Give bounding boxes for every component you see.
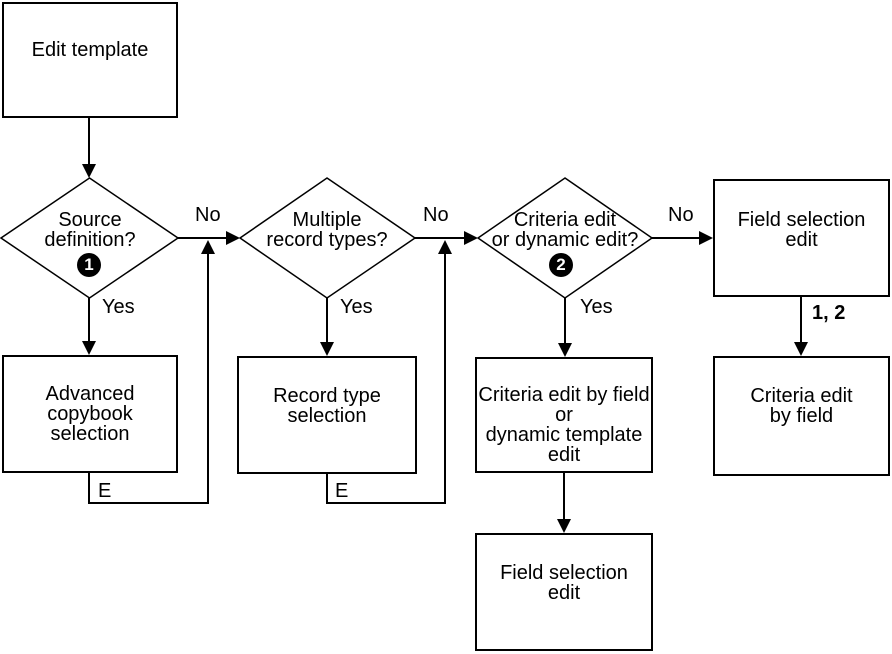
node-criteria-edit-or-dynamic-template-edit: Criteria edit by field or dynamic templa… [475,357,653,473]
node-criteria-edit-by-field-label: Criteria edit by field [750,384,853,427]
node-record-type-selection: Record type selection [237,356,417,474]
edge-label-exit-2: E [335,480,349,502]
edge-label-no-2: No [423,204,449,226]
node-edit-template-label: Edit template [31,39,149,61]
edge-label-no-3: No [668,204,694,226]
arrowhead-up-exit-loop-2 [438,240,452,254]
arrowhead-down-criteria-edit-dynamic [558,343,572,357]
node-edit-template: Edit template [2,2,178,118]
edge-label-no-1: No [195,204,221,226]
node-multiple-record-types-label: Multiple record types? [266,209,388,251]
node-source-definition-label: Source definition? [44,209,136,251]
arrowhead-down-field-selection-bottom [557,519,571,533]
edge-exit-loop-advanced-copybook [88,242,209,504]
edge-label-yes-2: Yes [340,296,373,318]
edge-label-yes-3: Yes [580,296,613,318]
node-field-selection-edit-top-label: Field selection edit [737,208,866,251]
edge-label-1-2: 1, 2 [812,302,846,324]
arrowhead-down-source-definition [82,164,96,178]
badge-1-icon: 1 [77,253,101,277]
arrowhead-down-criteria-by-field [794,342,808,356]
node-field-selection-edit-bottom-label: Field selection edit [500,561,628,604]
node-advanced-copybook-selection: Advanced copybook selection [2,355,178,473]
node-field-selection-edit-top: Field selection edit [713,179,890,297]
arrowhead-up-exit-loop-1 [201,240,215,254]
arrowhead-right-criteria-or-dynamic [464,231,478,245]
node-field-selection-edit-bottom: Field selection edit [475,533,653,651]
edge-exit-loop-record-type [326,242,446,504]
node-criteria-edit-or-dynamic-template-edit-label: Criteria edit by field or dynamic templa… [478,384,650,466]
arrowhead-right-field-selection-top [699,231,713,245]
edge-label-yes-1: Yes [102,296,135,318]
arrowhead-right-multiple-record-types [226,231,240,245]
badge-2-icon: 2 [549,253,573,277]
node-advanced-copybook-selection-label: Advanced copybook selection [45,383,135,445]
arrowhead-down-advanced-copybook [82,341,96,355]
node-criteria-or-dynamic-edit-label: Criteria edit or dynamic edit? [491,209,639,251]
arrowhead-down-record-type-selection [320,342,334,356]
node-criteria-edit-by-field: Criteria edit by field [713,356,890,476]
node-record-type-selection-label: Record type selection [273,384,381,427]
edge-label-exit-1: E [98,480,112,502]
